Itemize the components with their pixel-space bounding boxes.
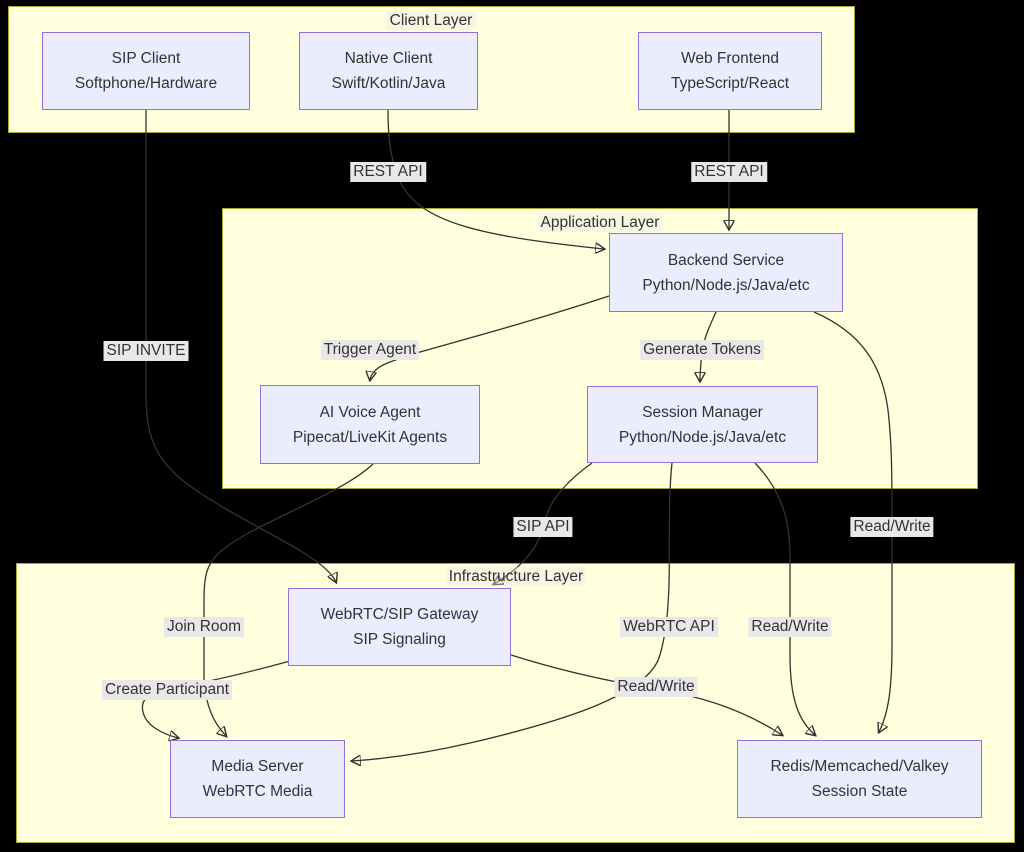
node-webrtc-sip-gateway-subtitle: SIP Signaling (353, 631, 446, 648)
node-sip-client-title: SIP Client (111, 50, 181, 67)
node-native-client-title: Native Client (344, 50, 433, 67)
cluster-title-infrastructure-layer: Infrastructure Layer (445, 567, 587, 586)
edge-label-read-write-session: Read/Write (748, 617, 832, 637)
node-media-server: Media Server WebRTC Media (170, 740, 345, 818)
edge-join-room (203, 463, 374, 736)
node-backend-service-title: Backend Service (667, 251, 785, 269)
cluster-title-client-layer: Client Layer (386, 11, 476, 30)
edge-read-write-session (754, 462, 815, 735)
node-redis: Redis/Memcached/Valkey Session State (737, 740, 982, 818)
edge-label-sip-api: SIP API (513, 517, 573, 537)
node-sip-client: SIP Client Softphone/Hardware (42, 32, 250, 110)
edge-sip-invite (145, 110, 336, 582)
node-web-frontend-subtitle: TypeScript/React (670, 75, 790, 92)
edge-label-generate-tokens: Generate Tokens (640, 340, 764, 360)
node-redis-subtitle: Session State (811, 783, 908, 800)
node-native-client-subtitle: Swift/Kotlin/Java (331, 75, 446, 92)
edge-label-join-room: Join Room (163, 617, 245, 637)
node-media-server-subtitle: WebRTC Media (202, 783, 313, 800)
node-backend-service: Backend Service Python/Node.js/Java/etc (609, 233, 843, 312)
edge-read-write-backend (813, 311, 893, 732)
edge-label-trigger-agent: Trigger Agent (320, 340, 420, 360)
edge-webrtc-api (352, 462, 673, 761)
cluster-title-application-layer: Application Layer (537, 213, 663, 232)
edge-label-create-participant: Create Participant (101, 680, 233, 700)
edge-label-webrtc-api: WebRTC API (620, 617, 718, 637)
node-webrtc-sip-gateway: WebRTC/SIP Gateway SIP Signaling (288, 588, 511, 666)
node-web-frontend: Web Frontend TypeScript/React (638, 32, 822, 110)
node-ai-voice-agent-subtitle: Pipecat/LiveKit Agents (292, 428, 448, 446)
node-media-server-title: Media Server (211, 758, 304, 775)
node-backend-service-subtitle: Python/Node.js/Java/etc (642, 276, 810, 294)
node-session-manager: Session Manager Python/Node.js/Java/etc (587, 386, 818, 463)
edge-label-read-write-gateway: Read/Write (614, 677, 698, 697)
edge-label-rest-api-native: REST API (350, 162, 426, 182)
node-webrtc-sip-gateway-title: WebRTC/SIP Gateway (320, 606, 479, 623)
node-web-frontend-title: Web Frontend (681, 50, 779, 67)
node-sip-client-subtitle: Softphone/Hardware (74, 75, 218, 92)
edge-rest-api-native (387, 109, 604, 249)
edge-label-rest-api-web: REST API (691, 162, 767, 182)
node-ai-voice-agent: AI Voice Agent Pipecat/LiveKit Agents (260, 385, 480, 464)
node-redis-title: Redis/Memcached/Valkey (770, 758, 949, 775)
edge-trigger-agent (370, 295, 610, 380)
node-ai-voice-agent-title: AI Voice Agent (319, 403, 421, 421)
edge-label-sip-invite: SIP INVITE (103, 341, 189, 361)
node-native-client: Native Client Swift/Kotlin/Java (299, 32, 478, 110)
node-session-manager-title: Session Manager (642, 403, 763, 421)
edge-label-read-write-backend: Read/Write (850, 517, 934, 537)
node-session-manager-subtitle: Python/Node.js/Java/etc (618, 428, 787, 446)
